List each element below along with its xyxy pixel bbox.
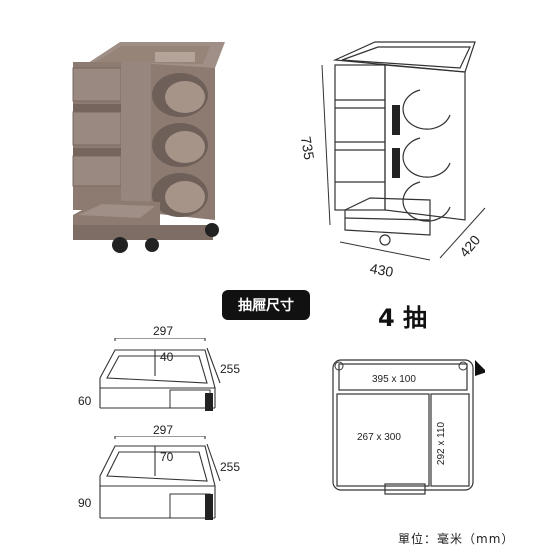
trolley-photo: [72, 42, 225, 253]
trolley-outline-drawing: [321, 41, 486, 261]
small-drawer-depth-label: 255: [220, 362, 241, 376]
unit-label: 單位：毫米（mm）: [398, 532, 515, 546]
large-drawer-depth-label: 255: [220, 460, 241, 474]
small-drawer-inner-label: 40: [160, 350, 174, 364]
large-drawer-height-label: 90: [78, 496, 92, 510]
large-drawer-inner-label: 70: [160, 450, 174, 464]
small-drawer-width-label: 297: [153, 324, 174, 338]
large-drawer-width-label: 297: [153, 423, 174, 437]
drawer-size-badge: 抽屜尺寸: [222, 290, 310, 320]
top-view-diagram: [332, 359, 485, 495]
main-compartment-label: 267 x 300: [357, 432, 401, 443]
small-drawer-height-label: 60: [78, 394, 92, 408]
side-compartment-label: 292 x 110: [436, 421, 448, 466]
drawer-count-title: 4 抽: [378, 304, 428, 332]
top-compartment-label: 395 x 100: [372, 374, 416, 385]
large-drawer-diagram: [99, 436, 221, 520]
small-drawer-diagram: [99, 338, 221, 411]
